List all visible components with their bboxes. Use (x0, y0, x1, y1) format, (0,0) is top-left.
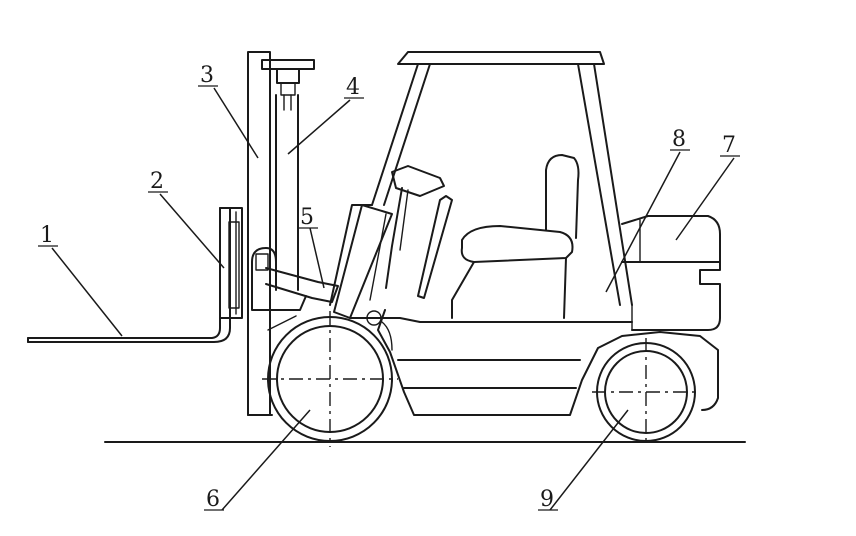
tilt-cylinder (251, 247, 339, 331)
overhead-guard (371, 51, 633, 306)
callout-9: 9 (540, 487, 554, 512)
callout-2: 2 (150, 169, 164, 194)
seat (451, 154, 580, 319)
callout-7: 7 (722, 133, 736, 158)
callout-5: 5 (300, 205, 314, 230)
leader-2 (159, 193, 225, 269)
callout-3: 3 (200, 63, 214, 88)
front-wheel (262, 311, 398, 447)
leader-9 (549, 409, 629, 511)
callout-labels: 1 2 3 4 5 6 7 8 9 (38, 63, 740, 512)
leader-3 (213, 87, 259, 159)
leader-6 (221, 409, 311, 511)
leader-1 (51, 247, 123, 337)
steering-wheel (385, 165, 453, 299)
fork (27, 207, 231, 343)
callout-4: 4 (346, 75, 360, 100)
leader-7 (675, 157, 735, 241)
leader-8 (605, 151, 681, 293)
callout-8: 8 (672, 127, 686, 152)
callout-1: 1 (40, 223, 54, 248)
leader-lines (51, 87, 735, 511)
chassis (349, 304, 719, 416)
callout-6: 6 (206, 487, 220, 512)
dashboard (329, 204, 393, 319)
leader-4 (287, 99, 351, 155)
rear-wheel (592, 338, 700, 446)
outer-mast (247, 51, 273, 416)
leader-5 (309, 227, 325, 289)
